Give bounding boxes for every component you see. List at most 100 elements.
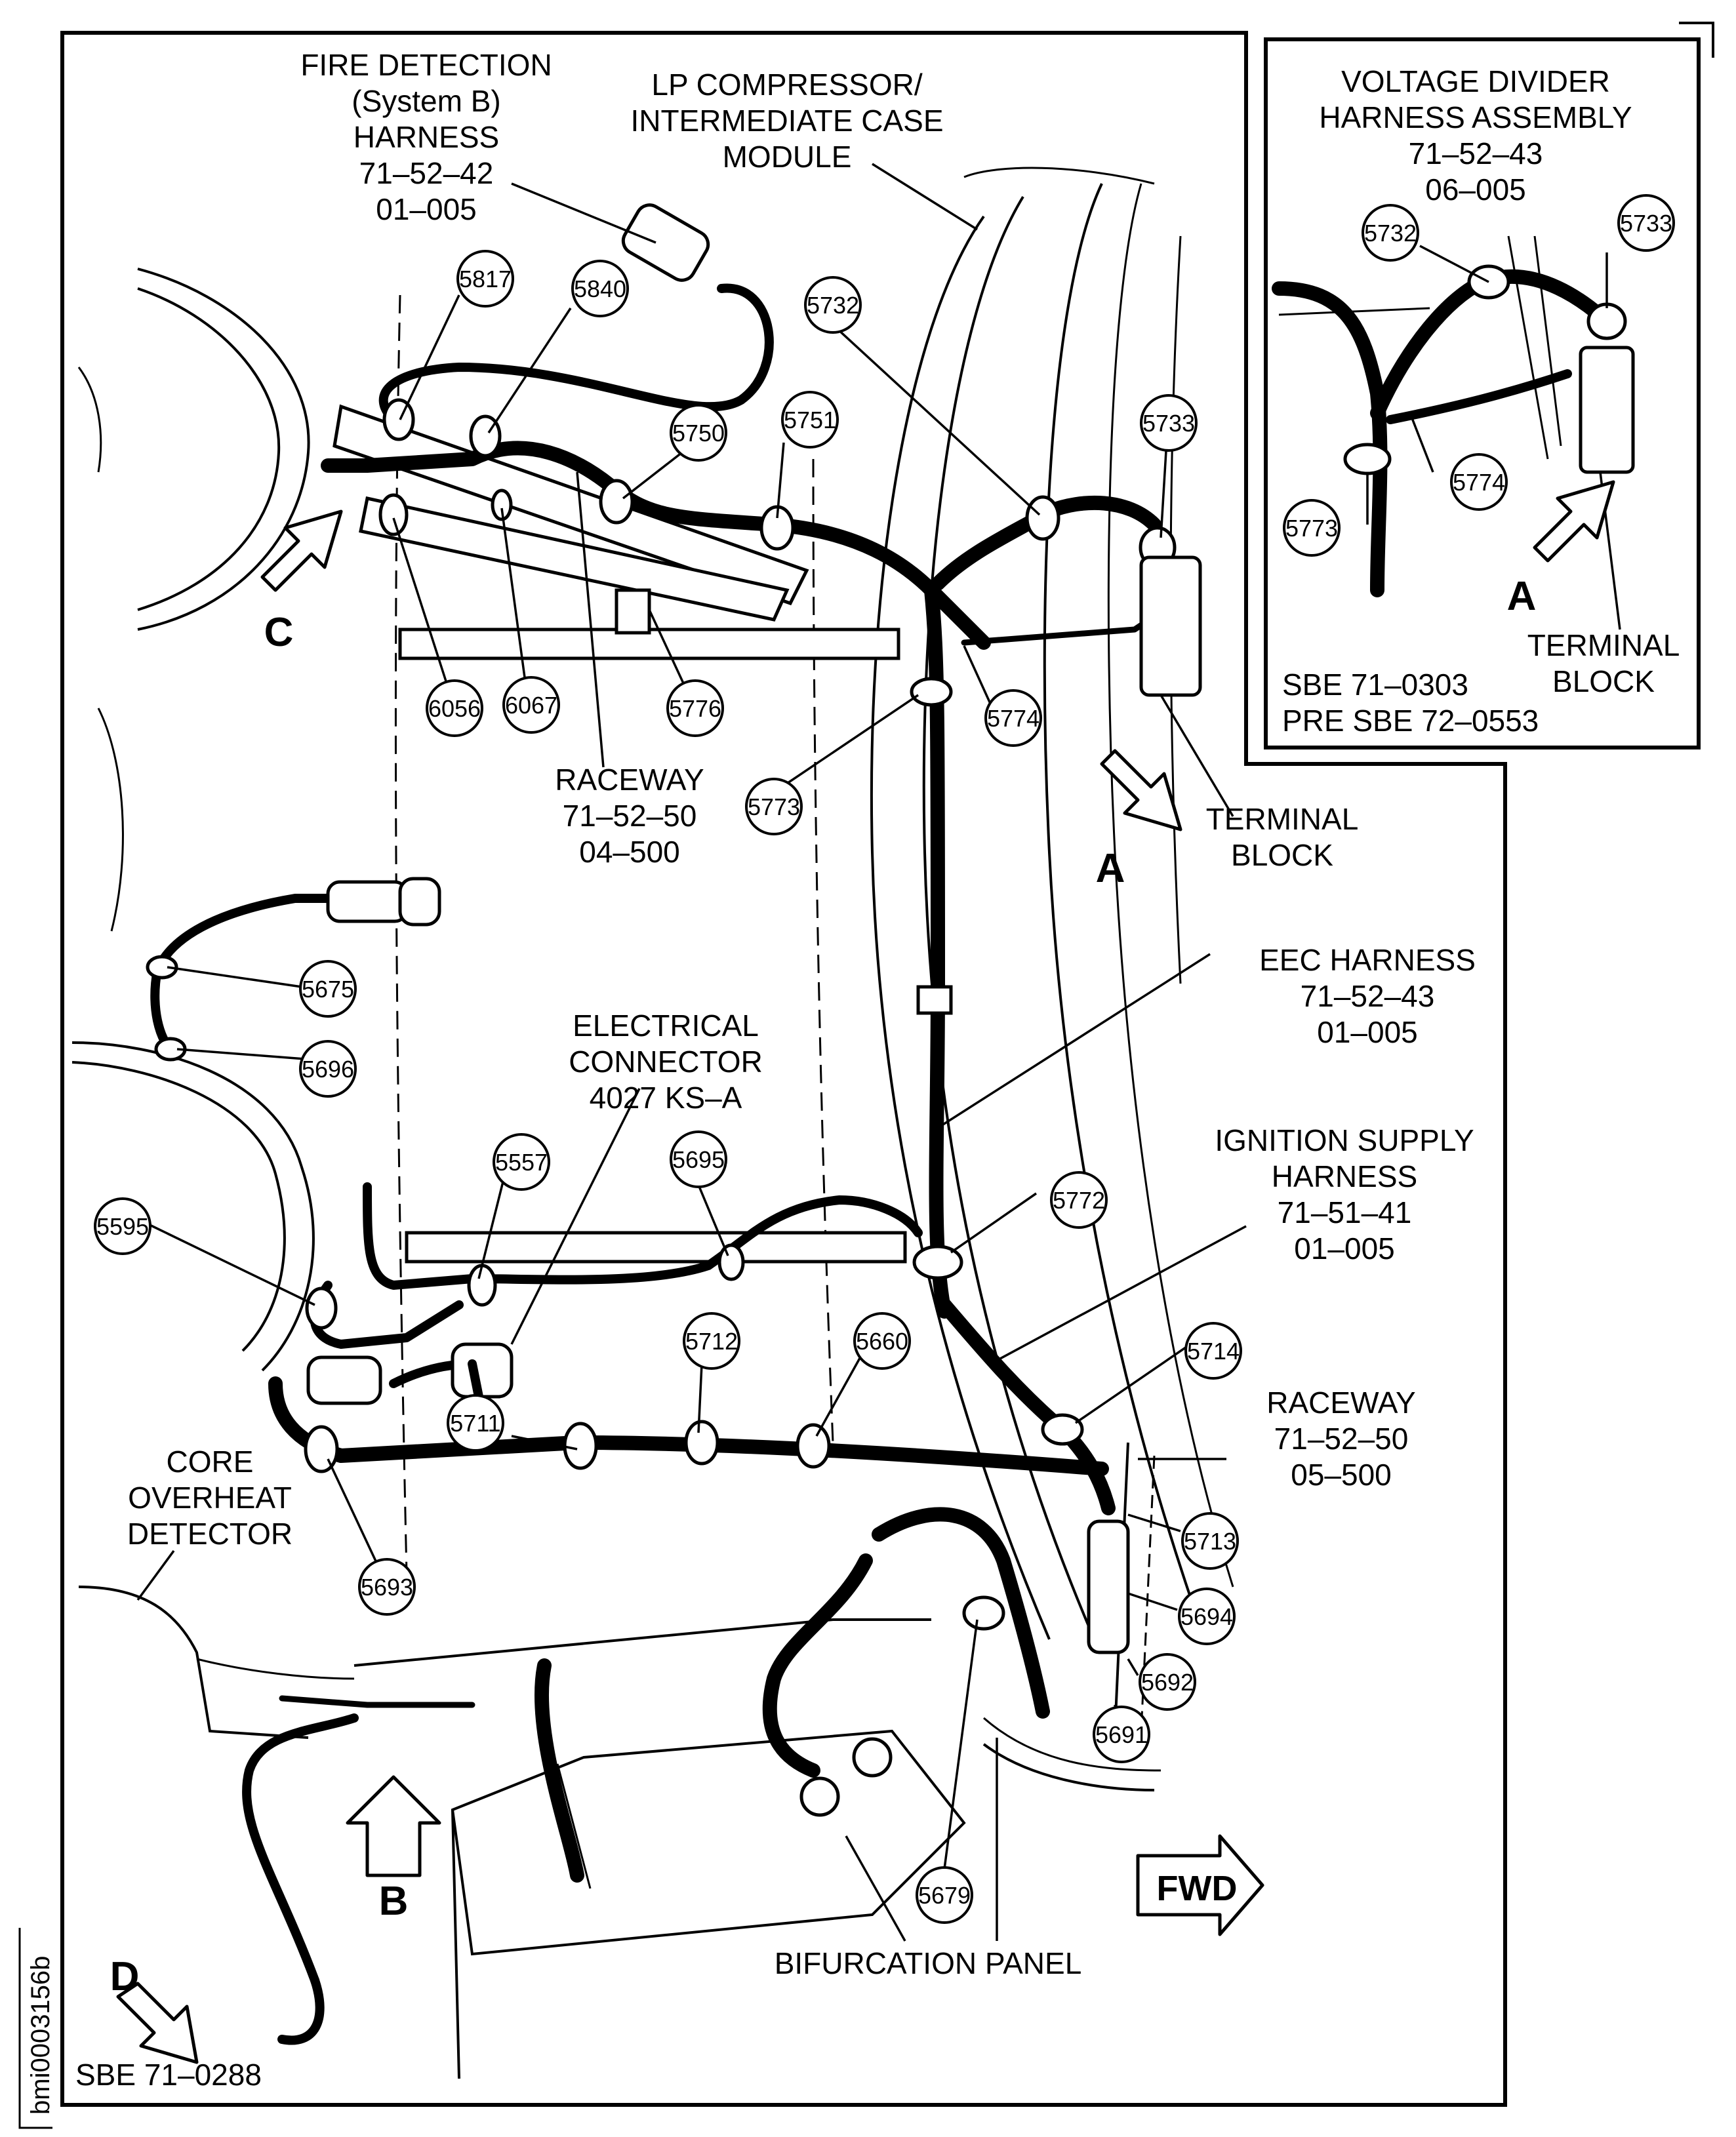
callout-5694: 5694 bbox=[1178, 1588, 1236, 1645]
callout-5696: 5696 bbox=[299, 1040, 357, 1098]
callout-5750: 5750 bbox=[670, 404, 727, 462]
callout-5733: 5733 bbox=[1140, 394, 1198, 452]
svg-text:5692: 5692 bbox=[1141, 1669, 1194, 1696]
callout-5776: 5776 bbox=[666, 679, 724, 737]
svg-text:5679: 5679 bbox=[918, 1882, 971, 1909]
svg-text:RACEWAY: RACEWAY bbox=[555, 763, 704, 797]
callout-5693: 5693 bbox=[358, 1558, 416, 1616]
svg-text:5772: 5772 bbox=[1053, 1187, 1105, 1214]
inset-sbe-notes: SBE 71–0303 PRE SBE 72–0553 bbox=[1282, 668, 1539, 738]
svg-text:5557: 5557 bbox=[495, 1149, 548, 1176]
svg-text:MODULE: MODULE bbox=[723, 140, 852, 174]
svg-text:5750: 5750 bbox=[672, 420, 725, 447]
svg-text:71–51–41: 71–51–41 bbox=[1278, 1195, 1412, 1229]
callout-5713: 5713 bbox=[1181, 1512, 1239, 1570]
svg-text:EEC HARNESS: EEC HARNESS bbox=[1259, 943, 1476, 977]
svg-text:SBE 71–0303: SBE 71–0303 bbox=[1282, 668, 1468, 702]
view-letter-a: A bbox=[1096, 846, 1125, 891]
svg-text:71–52–50: 71–52–50 bbox=[1274, 1422, 1409, 1456]
callout-5692: 5692 bbox=[1139, 1653, 1196, 1711]
corner-mark bbox=[1679, 22, 1714, 58]
inset-view-frame bbox=[1264, 37, 1701, 749]
svg-text:HARNESS ASSEMBLY: HARNESS ASSEMBLY bbox=[1319, 100, 1632, 134]
svg-text:5774: 5774 bbox=[1453, 469, 1505, 496]
view-letter-c: C bbox=[264, 610, 294, 655]
svg-text:5773: 5773 bbox=[1285, 515, 1338, 542]
view-a-arrow bbox=[1100, 749, 1182, 831]
svg-text:06–005: 06–005 bbox=[1425, 172, 1526, 207]
callout-5595: 5595 bbox=[94, 1197, 151, 1255]
svg-text:5660: 5660 bbox=[856, 1328, 908, 1355]
figure-id-bracket bbox=[18, 1928, 52, 2129]
svg-text:DETECTOR: DETECTOR bbox=[127, 1517, 293, 1551]
svg-text:5693: 5693 bbox=[361, 1574, 413, 1601]
view-letter-b: B bbox=[379, 1879, 409, 1924]
callout-5557: 5557 bbox=[493, 1133, 550, 1191]
callout-5679: 5679 bbox=[916, 1866, 973, 1924]
callout-5711: 5711 bbox=[447, 1394, 504, 1452]
callout-5691: 5691 bbox=[1093, 1706, 1150, 1763]
svg-text:01–005: 01–005 bbox=[1294, 1231, 1395, 1266]
svg-text:HARNESS: HARNESS bbox=[353, 120, 499, 154]
svg-text:5691: 5691 bbox=[1095, 1721, 1148, 1748]
svg-text:VOLTAGE DIVIDER: VOLTAGE DIVIDER bbox=[1341, 64, 1610, 98]
callout-6056: 6056 bbox=[426, 679, 483, 737]
figure-id: bmi0003156b bbox=[26, 1956, 55, 2115]
svg-text:5713: 5713 bbox=[1184, 1528, 1236, 1555]
svg-text:LP COMPRESSOR/: LP COMPRESSOR/ bbox=[651, 68, 922, 102]
callout-5675: 5675 bbox=[299, 960, 357, 1018]
svg-text:CONNECTOR: CONNECTOR bbox=[569, 1045, 763, 1079]
svg-text:5694: 5694 bbox=[1181, 1603, 1233, 1630]
svg-text:PRE SBE 72–0553: PRE SBE 72–0553 bbox=[1282, 704, 1539, 738]
callout-5751: 5751 bbox=[781, 391, 839, 449]
svg-text:6067: 6067 bbox=[505, 692, 557, 719]
callout-5714: 5714 bbox=[1184, 1322, 1242, 1380]
svg-text:5695: 5695 bbox=[672, 1146, 725, 1173]
svg-text:71–52–42: 71–52–42 bbox=[359, 156, 494, 190]
svg-text:6056: 6056 bbox=[428, 695, 481, 722]
svg-text:IGNITION SUPPLY: IGNITION SUPPLY bbox=[1215, 1123, 1474, 1157]
callout-5732: 5732 bbox=[804, 276, 862, 334]
ignition-supply-label: IGNITION SUPPLY HARNESS 71–51–41 01–005 bbox=[1215, 1123, 1474, 1266]
svg-text:5773: 5773 bbox=[748, 793, 800, 820]
svg-text:5751: 5751 bbox=[784, 407, 836, 433]
svg-text:ELECTRICAL: ELECTRICAL bbox=[573, 1009, 759, 1043]
core-overheat-label: CORE OVERHEAT DETECTOR bbox=[127, 1445, 293, 1551]
view-d-arrow bbox=[116, 1982, 199, 2064]
view-c-arrow bbox=[260, 509, 343, 592]
clamps bbox=[146, 398, 1202, 1817]
callout-5712: 5712 bbox=[683, 1312, 740, 1370]
svg-text:71–52–43: 71–52–43 bbox=[1409, 136, 1543, 170]
svg-text:5817: 5817 bbox=[459, 266, 512, 292]
svg-text:5840: 5840 bbox=[574, 275, 626, 302]
svg-text:CORE: CORE bbox=[167, 1445, 254, 1479]
svg-text:5595: 5595 bbox=[96, 1213, 149, 1240]
bifurcation-panel-label: BIFURCATION PANEL bbox=[775, 1946, 1082, 1980]
svg-text:71–52–43: 71–52–43 bbox=[1301, 979, 1435, 1013]
svg-text:05–500: 05–500 bbox=[1291, 1458, 1392, 1492]
main-sbe-note: SBE 71–0288 bbox=[75, 2058, 262, 2092]
svg-text:RACEWAY: RACEWAY bbox=[1266, 1386, 1415, 1420]
voltage-divider-label: VOLTAGE DIVIDER HARNESS ASSEMBLY 71–52–4… bbox=[1319, 64, 1632, 207]
svg-text:5774: 5774 bbox=[987, 705, 1040, 732]
svg-text:BLOCK: BLOCK bbox=[1231, 838, 1333, 872]
view-letter-d: D bbox=[110, 1954, 140, 1999]
fwd-label: FWD bbox=[1157, 1869, 1238, 1908]
svg-text:4027 KS–A: 4027 KS–A bbox=[590, 1081, 742, 1115]
svg-text:TERMINAL: TERMINAL bbox=[1527, 628, 1680, 662]
main-view-frame bbox=[60, 31, 1507, 2107]
callout-5840: 5840 bbox=[571, 260, 629, 317]
callout-inset-5774: 5774 bbox=[1450, 453, 1508, 511]
svg-text:(System B): (System B) bbox=[352, 84, 500, 118]
eec-harness-label: EEC HARNESS 71–52–43 01–005 bbox=[1259, 943, 1476, 1049]
svg-text:OVERHEAT: OVERHEAT bbox=[128, 1481, 292, 1515]
svg-text:5696: 5696 bbox=[302, 1056, 354, 1083]
callout-5695: 5695 bbox=[670, 1130, 727, 1188]
svg-text:5776: 5776 bbox=[669, 695, 721, 722]
lp-compressor-label: LP COMPRESSOR/ INTERMEDIATE CASE MODULE bbox=[630, 68, 943, 174]
raceway-lower-label: RACEWAY 71–52–50 05–500 bbox=[1266, 1386, 1415, 1492]
callout-5660: 5660 bbox=[853, 1312, 911, 1370]
svg-text:5732: 5732 bbox=[807, 292, 859, 319]
view-b-arrow bbox=[346, 1775, 441, 1877]
